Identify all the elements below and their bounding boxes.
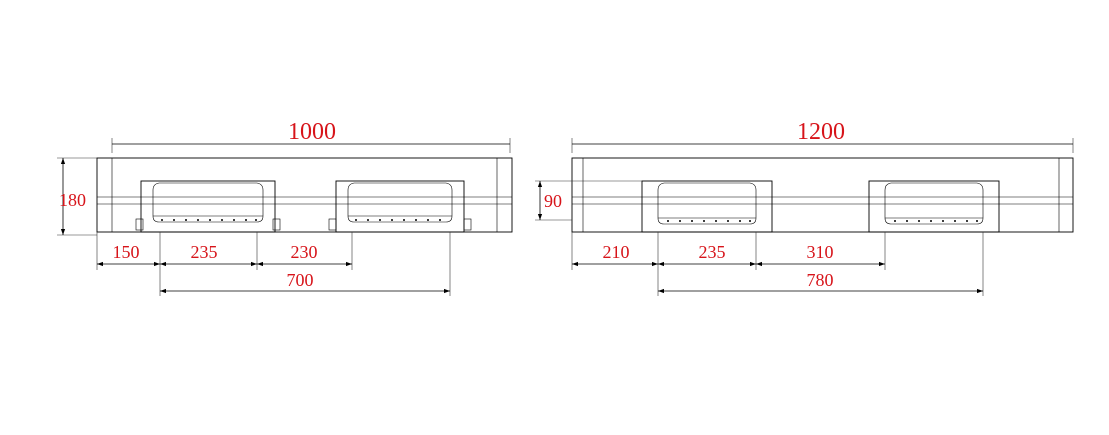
right-height-label: 90 [544, 191, 562, 211]
right-pallet-outline [571, 157, 1074, 233]
left-fork-opening-1 [135, 180, 281, 233]
left-pallet-view: 1000 [57, 119, 513, 296]
right-span-label: 780 [807, 270, 834, 290]
left-opening-label: 235 [191, 242, 218, 262]
left-gap-label: 230 [291, 242, 318, 262]
left-edge-label: 150 [113, 242, 140, 262]
right-overall-width-label: 1200 [797, 119, 845, 145]
left-fork-opening-2 [328, 180, 472, 233]
right-gap-label: 310 [807, 242, 834, 262]
left-height-label: 180 [59, 190, 86, 210]
left-span-label: 700 [287, 270, 314, 290]
right-edge-label: 210 [603, 242, 630, 262]
right-opening-label: 235 [699, 242, 726, 262]
right-pallet-view: 1200 [535, 119, 1074, 296]
left-overall-width-label: 1000 [288, 119, 336, 145]
left-pallet-outline [96, 157, 513, 233]
right-fork-opening-1 [641, 180, 773, 233]
right-fork-opening-2 [868, 180, 1000, 233]
